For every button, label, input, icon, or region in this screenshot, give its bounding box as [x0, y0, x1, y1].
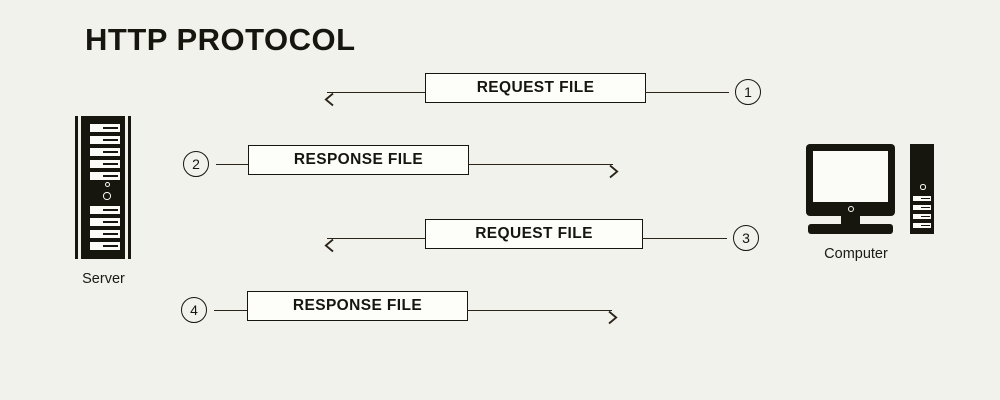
server-power-led — [103, 192, 111, 200]
server-drive-bay — [90, 172, 120, 180]
step-marker-1[interactable]: 1 — [735, 79, 761, 105]
arrowhead-right-icon — [608, 310, 618, 325]
step-number: 3 — [742, 230, 750, 246]
message-box-2[interactable]: RESPONSE FILE — [248, 145, 469, 175]
server-drive-bay — [90, 136, 120, 144]
message-label: RESPONSE FILE — [292, 297, 423, 314]
step-number: 2 — [192, 156, 200, 172]
server-drive-bay — [90, 242, 120, 250]
arrowhead-right-icon — [609, 164, 619, 179]
server-chassis — [81, 116, 125, 259]
server-drive-bay — [90, 148, 120, 156]
message-box-3[interactable]: REQUEST FILE — [425, 219, 643, 249]
tower-drive-bay — [913, 196, 931, 201]
computer-label: Computer — [824, 246, 888, 262]
message-row-4: 4 RESPONSE FILE — [0, 291, 1000, 331]
monitor-bezel — [806, 144, 895, 216]
arrowhead-left-icon — [324, 238, 334, 253]
message-label: REQUEST FILE — [476, 79, 595, 96]
connector-line — [642, 238, 727, 239]
server-label: Server — [82, 271, 125, 287]
connector-line — [467, 310, 612, 311]
server-drive-bay — [90, 218, 120, 226]
message-box-4[interactable]: RESPONSE FILE — [247, 291, 468, 321]
monitor-screen — [813, 151, 888, 202]
computer-tower — [910, 144, 934, 234]
connector-line — [214, 310, 248, 311]
connector-line — [327, 92, 426, 93]
step-number: 1 — [744, 84, 752, 100]
connector-line — [327, 238, 426, 239]
server-indicator-led — [105, 182, 110, 187]
server-drive-bay — [90, 124, 120, 132]
message-box-1[interactable]: REQUEST FILE — [425, 73, 646, 103]
step-marker-4[interactable]: 4 — [181, 297, 207, 323]
connector-line — [468, 164, 613, 165]
connector-line — [645, 92, 729, 93]
server-drive-bay — [90, 160, 120, 168]
monitor-power-led — [848, 206, 854, 212]
server-side-panel-right — [128, 116, 131, 259]
step-marker-3[interactable]: 3 — [733, 225, 759, 251]
message-row-3: REQUEST FILE 3 — [0, 219, 1000, 259]
server-drive-bay — [90, 206, 120, 214]
tower-drive-bay — [913, 205, 931, 210]
message-label: RESPONSE FILE — [293, 151, 424, 168]
connector-line — [216, 164, 249, 165]
tower-power-led — [920, 184, 926, 190]
message-label: REQUEST FILE — [475, 225, 593, 242]
step-number: 4 — [190, 302, 198, 318]
message-row-1: REQUEST FILE 1 — [0, 73, 1000, 113]
tower-drive-bay — [913, 223, 931, 228]
server-icon — [75, 116, 131, 259]
message-row-2: 2 RESPONSE FILE — [0, 145, 1000, 185]
computer-icon — [806, 144, 934, 240]
tower-drive-bay — [913, 214, 931, 219]
server-side-panel-left — [75, 116, 78, 259]
step-marker-2[interactable]: 2 — [183, 151, 209, 177]
server-drive-bay — [90, 230, 120, 238]
monitor-stand-base — [808, 224, 893, 234]
arrowhead-left-icon — [324, 92, 334, 107]
page-title: HTTP PROTOCOL — [85, 22, 356, 57]
